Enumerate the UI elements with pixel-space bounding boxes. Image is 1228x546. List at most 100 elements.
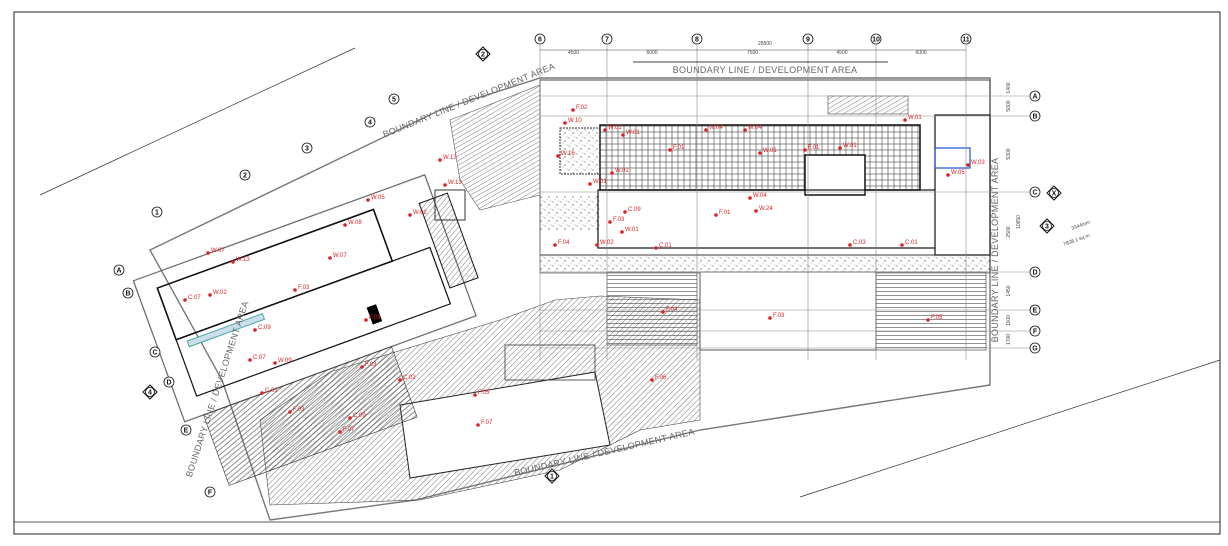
tag-label: F.07: [343, 427, 355, 433]
tag-dot: [366, 198, 370, 202]
tag-label: F.06: [655, 375, 667, 381]
section-marker-label: 3: [1045, 224, 1049, 231]
element-tag: C.09: [253, 325, 271, 332]
grid-bubble-label: 10: [872, 37, 880, 44]
tag-dot: [803, 148, 807, 152]
row-spacing-label: 1100: [1006, 315, 1012, 326]
tag-dot: [588, 182, 592, 186]
element-tag: F.02: [571, 105, 588, 112]
tag-label: F.03: [773, 313, 785, 319]
tag-dot: [443, 183, 447, 187]
element-tag: W.04: [704, 125, 723, 132]
grid-bubble-label: E: [1033, 308, 1038, 315]
tag-dot: [654, 246, 658, 250]
right-building: [504, 79, 991, 381]
row-spacing-label: 5000: [1006, 100, 1012, 111]
tag-label: W.01: [763, 148, 777, 154]
row-spacing-label: 1400: [1006, 82, 1012, 93]
tag-dot: [563, 121, 567, 125]
tag-label: F.07: [481, 420, 493, 426]
tag-dot: [900, 243, 904, 247]
grid-bubble-label: G: [1032, 346, 1038, 353]
tag-dot: [208, 293, 212, 297]
tag-label: W.08: [348, 220, 362, 226]
tag-label: C.02: [403, 375, 416, 381]
lift-core: [434, 189, 466, 221]
tag-dot: [408, 213, 412, 217]
element-tag: W.05: [946, 170, 965, 177]
tag-label: F.04: [666, 307, 678, 313]
tag-label: C.07: [188, 295, 201, 301]
row-spacing-label: 1700: [1006, 334, 1012, 345]
tag-dot: [273, 361, 277, 365]
element-tag: W.07: [206, 248, 225, 255]
element-tag: F.04: [553, 240, 570, 247]
element-tag: W.01: [758, 148, 777, 155]
tag-dot: [231, 260, 235, 264]
tag-dot: [260, 391, 264, 395]
element-tag: F.03: [293, 285, 310, 292]
element-tag: F.01: [668, 145, 685, 152]
tag-label: F.05: [931, 315, 943, 321]
column-spacing-label: 4500: [568, 50, 579, 56]
tag-dot: [603, 128, 607, 132]
tag-label: W.07: [333, 253, 347, 259]
tag-label: C.09: [353, 413, 366, 419]
element-tag: W.08: [343, 220, 362, 227]
tag-dot: [343, 223, 347, 227]
element-tag: W.05: [366, 195, 385, 202]
tag-dot: [621, 133, 625, 137]
element-tag: W.04: [743, 125, 762, 132]
grid-bubble: [1029, 186, 1041, 198]
tag-label: W.02: [600, 240, 614, 246]
tag-label: C.07: [253, 355, 266, 361]
grid-bubble-label: F: [1033, 329, 1038, 336]
section-marker-label: X: [1052, 191, 1057, 198]
grid-bubble-label: F: [208, 490, 213, 497]
tag-dot: [623, 210, 627, 214]
tag-dot: [553, 243, 557, 247]
element-tag: C.07: [248, 355, 266, 362]
tag-dot: [754, 209, 758, 213]
element-tag: W.13: [438, 155, 457, 162]
grid-bubble-label: 3: [305, 146, 309, 153]
element-tag: W.01: [621, 130, 640, 137]
element-tag: W.09: [273, 358, 292, 365]
overall-dimension: 28500: [758, 41, 772, 47]
tag-label: C.01: [265, 388, 278, 394]
grid-bubble: [163, 376, 175, 388]
section-marker: [1042, 221, 1052, 231]
grid-bubble-label: 11: [962, 37, 970, 44]
grid-bubble: [301, 142, 313, 154]
tag-label: W.01: [608, 125, 622, 131]
tag-dot: [183, 298, 187, 302]
grid-bubble: [960, 33, 972, 45]
grid-bubble-label: 8: [695, 37, 699, 44]
tag-label: C.01: [659, 243, 672, 249]
element-tag: W.01: [620, 227, 639, 234]
grid-bubble-label: 4: [368, 120, 372, 127]
grid-bubble: [870, 33, 882, 45]
row-spacing-label: 1450: [1006, 285, 1012, 296]
tag-label: W.04: [748, 125, 762, 131]
level-note-2: 7838.1 sq.m: [1063, 233, 1091, 248]
element-tag: W.02: [208, 290, 227, 297]
tag-label: F.03: [298, 285, 310, 291]
tag-label: C.03: [853, 240, 866, 246]
tag-label: W.01: [843, 143, 857, 149]
element-tag: F.05: [926, 315, 943, 322]
grid-bubble-label: A: [116, 268, 121, 275]
section-marker: [1049, 188, 1059, 198]
grid-bubble-label: 6: [538, 37, 542, 44]
tag-label: W.13: [448, 180, 462, 186]
plaza-area: [399, 371, 611, 479]
tag-dot: [364, 318, 368, 322]
element-tag: C.03: [848, 240, 866, 247]
tag-label: W.09: [278, 358, 292, 364]
tag-label: F.05: [478, 390, 490, 396]
row-spacing-label: 2500: [1006, 226, 1012, 237]
column-spacing-label: 4500: [836, 50, 847, 56]
element-tag: C.02: [398, 375, 416, 382]
element-tag: W.01: [838, 143, 857, 150]
